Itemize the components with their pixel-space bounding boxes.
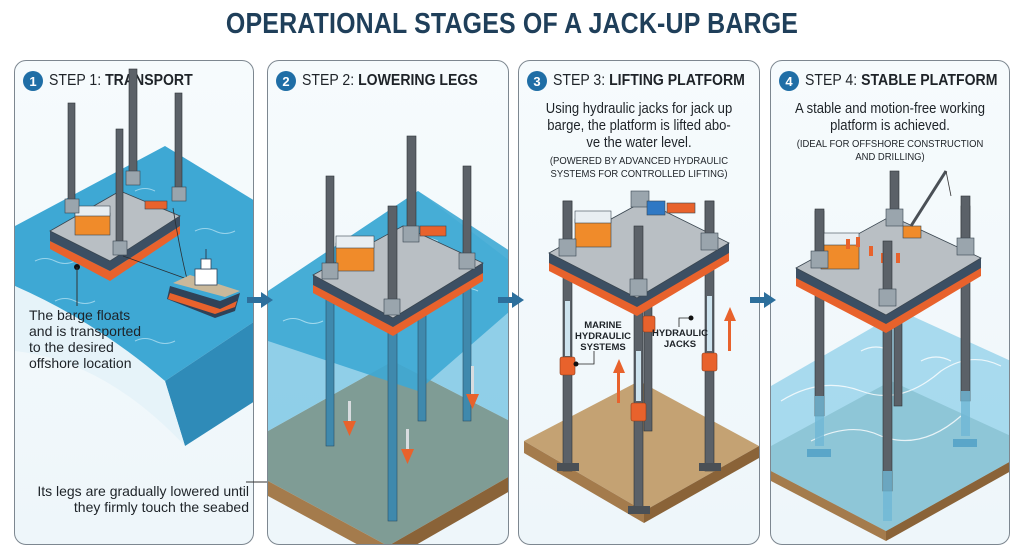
callout-line: to the desired (29, 339, 114, 355)
step-prefix: STEP 4: (805, 72, 862, 89)
step-name: TRANSPORT (105, 72, 193, 89)
description-line: Using hydraulic jacks for jack up (545, 101, 733, 117)
barge-hull-orange (50, 226, 180, 281)
step-name: LIFTING PLATFORM (609, 72, 745, 89)
callout-line: Its legs are gradually lowered until (37, 483, 249, 499)
label-line: HYDRAULIC (575, 331, 631, 342)
note-line: (IDEAL FOR OFFSHORE CONSTRUCTION (796, 138, 984, 150)
label-line: MARINE (584, 320, 622, 331)
label-line: HYDRAULIC (652, 328, 708, 339)
step-prefix: STEP 3: (553, 72, 610, 89)
lowering-legs-illustration (268, 135, 508, 544)
note-line: SYSTEMS FOR CONTROLLED LIFTING) (550, 168, 728, 180)
step-number-badge: 3 (527, 71, 547, 91)
step-prefix: STEP 2: (302, 72, 359, 89)
note-line: AND DRILLING) (855, 151, 925, 163)
step-1-panel: 1 STEP 1: TRANSPORT (14, 60, 254, 545)
step-2-panel: 2 STEP 2: LOWERING LEGS (267, 60, 509, 545)
page-title: OPERATIONAL STAGES OF A JACK-UP BARGE (225, 8, 799, 40)
step-3-header: 3 STEP 3: LIFTING PLATFORM (527, 71, 759, 91)
step-number-badge: 4 (779, 71, 799, 91)
description-line: platform is achieved. (830, 118, 950, 134)
callout-line: The barge floats (29, 307, 131, 323)
step-3-description: Using hydraulic jacks for jack up barge,… (519, 101, 759, 181)
stable-platform-illustration (771, 170, 1009, 541)
description-line: ve the water level. (586, 135, 692, 151)
step-3-panel: 3 STEP 3: LIFTING PLATFORM Using hydraul… (518, 60, 760, 545)
callout-line: and is transported (29, 323, 142, 339)
step-prefix: STEP 1: (49, 72, 106, 89)
water-side (165, 322, 253, 446)
flow-arrow-right-icon (247, 292, 273, 308)
barge-hull (50, 216, 180, 271)
up-arrows (613, 307, 736, 403)
crane (902, 170, 952, 239)
description-line: A stable and motion-free working (794, 101, 986, 117)
lifting-platform-illustration (524, 190, 759, 523)
down-arrows (343, 366, 479, 464)
step-2-callout: Its legs are gradually lowered until the… (29, 483, 249, 515)
step-2-header: 2 STEP 2: LOWERING LEGS (276, 71, 502, 91)
callout-line: they firmly touch the seabed (73, 499, 249, 515)
flow-arrow-right-icon (498, 292, 524, 308)
step-number-badge: 1 (23, 71, 43, 91)
description-line: barge, the platform is lifted abo- (547, 118, 731, 134)
label-line: SYSTEMS (580, 342, 626, 353)
step-4-header: 4 STEP 4: STABLE PLATFORM (779, 71, 1009, 91)
note-line: (POWERED BY ADVANCED HYDRAULIC (549, 155, 729, 167)
step-number-badge: 2 (276, 71, 296, 91)
step-1-callout: The barge floats and is transported to t… (29, 307, 141, 371)
step-4-description: A stable and motion-free working platfor… (771, 101, 1009, 164)
step-1-header: 1 STEP 1: TRANSPORT (23, 71, 212, 91)
label-line: JACKS (663, 339, 697, 350)
tugboat (167, 249, 240, 318)
hydraulic-jacks-label: HYDRAULIC JACKS (647, 328, 713, 350)
marine-hydraulic-systems-label: MARINE HYDRAULIC SYSTEMS (563, 320, 643, 353)
step-4-panel: 4 STEP 4: STABLE PLATFORM A stable and m… (770, 60, 1010, 545)
transport-illustration (15, 68, 253, 446)
step-name: LOWERING LEGS (358, 72, 478, 89)
callout-line: offshore location (29, 355, 132, 371)
flow-arrow-right-icon (750, 292, 776, 308)
step-name: STABLE PLATFORM (861, 72, 998, 89)
